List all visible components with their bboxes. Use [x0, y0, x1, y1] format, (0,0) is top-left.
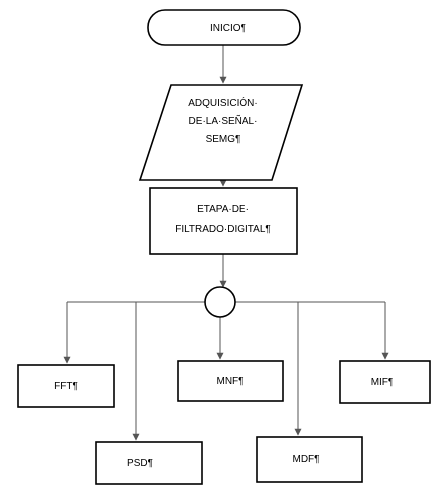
mnf-label: MNF¶: [216, 376, 243, 387]
filtering-line-2: FILTRADO·DIGITAL¶: [175, 224, 271, 235]
mdf-label: MDF¶: [292, 454, 319, 465]
mdf-box: [256, 436, 363, 483]
node-start: INICIO¶: [147, 9, 301, 46]
fft-label: FFT¶: [54, 381, 78, 392]
node-mdf: MDF¶: [256, 436, 363, 483]
acquisition-line-2: DE·LA·SEÑAL·: [189, 114, 258, 127]
acquisition-line-1: ADQUISICIÓN·: [188, 96, 257, 109]
fft-box: [17, 364, 115, 408]
node-psd: PSD¶: [95, 441, 203, 485]
acquisition-line-3: SEMG¶: [206, 134, 241, 145]
junction-connector: [204, 286, 236, 318]
psd-label: PSD¶: [127, 458, 153, 469]
mif-label: MIF¶: [371, 377, 394, 388]
node-filtering: ETAPA·DE· FILTRADO·DIGITAL¶: [149, 187, 298, 255]
acquisition-parallelogram: [138, 84, 304, 181]
node-mif: MIF¶: [339, 360, 431, 404]
node-fft: FFT¶: [17, 364, 115, 408]
psd-box: [95, 441, 203, 485]
start-label: INICIO¶: [210, 23, 246, 34]
mnf-box: [177, 360, 284, 402]
node-mnf: MNF¶: [177, 360, 284, 402]
mif-box: [339, 360, 431, 404]
filtering-line-1: ETAPA·DE·: [197, 204, 249, 215]
filtering-process-box: [149, 187, 298, 255]
node-acquisition: ADQUISICIÓN· DE·LA·SEÑAL· SEMG¶: [138, 84, 304, 181]
start-terminal-shape: [147, 9, 301, 46]
